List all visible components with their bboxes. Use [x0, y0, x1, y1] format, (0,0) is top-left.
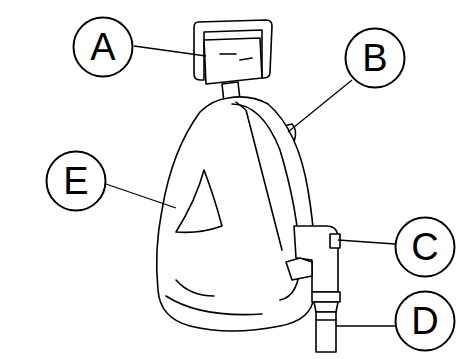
mask-shell	[157, 97, 315, 331]
callout-letter: C	[411, 228, 438, 266]
callout-circle: E	[45, 150, 107, 212]
elbow-port	[330, 234, 340, 248]
callout-circle: A	[72, 16, 134, 78]
swivel-ring	[312, 292, 340, 302]
elbow-collar	[286, 258, 312, 280]
leader-line	[106, 184, 176, 208]
clip-panel	[204, 38, 262, 84]
circle-shape	[346, 29, 405, 88]
leader-line	[134, 46, 206, 56]
circle-shape	[74, 18, 133, 77]
circle-shape	[47, 152, 106, 211]
circle-shape	[396, 292, 455, 351]
callout-circle: D	[394, 290, 456, 352]
callout-letter: E	[63, 162, 88, 200]
swivel-ridge	[316, 319, 336, 321]
callout-letter: B	[362, 39, 387, 77]
circle-shape	[396, 218, 455, 277]
leader-lines	[106, 46, 396, 326]
frame-edge	[236, 102, 282, 250]
callout-letter: A	[90, 28, 115, 66]
callout-letter: D	[411, 302, 438, 340]
cushion-edge	[166, 296, 262, 315]
cushion-fold	[176, 280, 214, 296]
callout-circle: C	[394, 216, 456, 278]
leader-line	[288, 80, 352, 132]
swivel-ring	[314, 302, 338, 312]
leader-line	[338, 240, 395, 244]
clip-detail	[220, 54, 252, 60]
cushion-opening	[176, 170, 222, 232]
swivel-tube	[316, 312, 336, 352]
callout-circle: B	[344, 27, 406, 89]
leader-line	[336, 325, 396, 326]
